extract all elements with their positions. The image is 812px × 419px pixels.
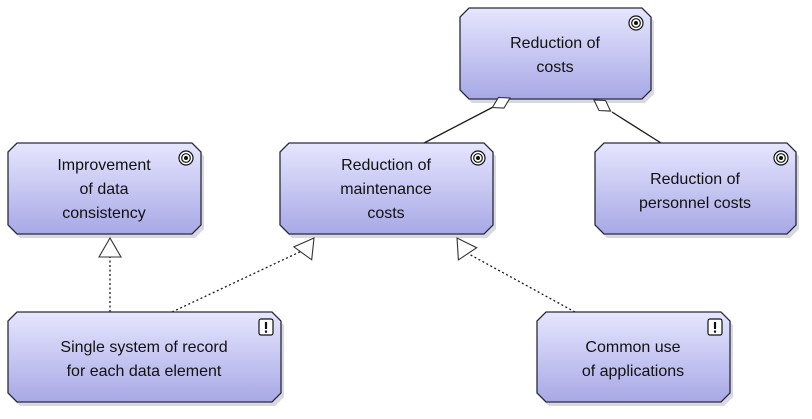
node-label-line: Single system of record	[60, 339, 227, 356]
node-label-line: costs	[367, 205, 404, 222]
edge-realization-common_use_of_applications-to-reduction_maintenance_costs	[466, 252, 576, 313]
realization-arrow-head	[456, 237, 478, 261]
node-body	[7, 142, 202, 235]
edge-aggregation-reduction_maintenance_costs-to-reduction_of_costs	[423, 104, 498, 144]
node-label-line: Common use	[585, 339, 680, 356]
edge-aggregation-reduction_personnel_costs-to-reduction_of_costs	[611, 111, 662, 144]
node-body	[7, 311, 282, 403]
node-label-line: maintenance	[340, 181, 432, 198]
arrowheads-layer	[98, 96, 612, 261]
node-label-line: Improvement	[57, 157, 151, 174]
goal-icon	[470, 150, 486, 166]
node-body	[594, 142, 797, 235]
node-label-line: Reduction of	[650, 171, 740, 188]
goal-icon	[628, 15, 644, 31]
realization-arrow-head	[98, 236, 122, 258]
realization-arrow-head	[292, 237, 315, 261]
node-label-line: personnel costs	[639, 195, 751, 212]
node-label-line: consistency	[62, 205, 146, 222]
node-body	[279, 142, 494, 235]
edges-layer	[109, 104, 662, 313]
node-label-line: for each data element	[67, 363, 222, 380]
node-label-line: costs	[536, 59, 573, 76]
node-label-line: Reduction of	[510, 35, 600, 52]
edge-realization-single_system_of_record-to-reduction_maintenance_costs	[171, 248, 307, 313]
node-reduction-maintenance-costs[interactable]: Reduction of maintenance costs	[279, 142, 496, 238]
node-body	[536, 311, 731, 403]
node-body	[459, 7, 652, 100]
goal-icon	[178, 150, 194, 166]
node-reduction-of-costs[interactable]: Reduction of costs	[459, 7, 654, 103]
node-single-system-of-record[interactable]: Single system of record for each data ele…	[7, 311, 284, 406]
node-common-use-of-applications[interactable]: Common use of applications	[536, 311, 733, 406]
node-label-line: of data	[80, 181, 129, 198]
principle-icon	[258, 318, 274, 336]
aggregation-diamond-head	[491, 96, 511, 109]
goal-icon	[773, 150, 789, 166]
principle-icon	[707, 318, 723, 336]
aggregation-diamond-head	[593, 99, 612, 112]
node-label-line: Reduction of	[341, 157, 431, 174]
node-reduction-personnel-costs[interactable]: Reduction of personnel costs	[594, 142, 799, 238]
node-improvement-data-consistency[interactable]: Improvement of data consistency	[7, 142, 204, 238]
node-label-line: of applications	[582, 363, 684, 380]
